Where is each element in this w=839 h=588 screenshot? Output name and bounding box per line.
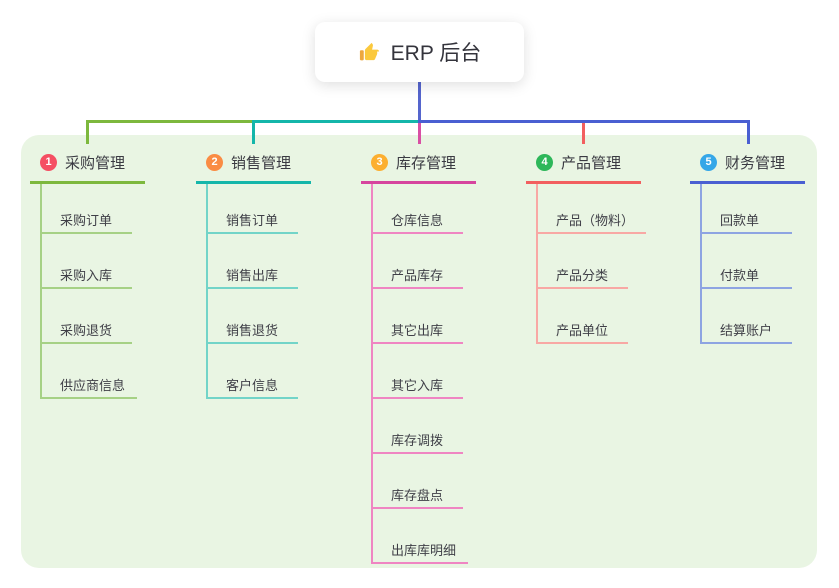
branch-title: 库存管理 bbox=[396, 155, 457, 172]
thumbs-up-icon bbox=[358, 41, 381, 64]
mindmap-panel bbox=[21, 135, 817, 568]
branch-finance: 5 财务管理 回款单 付款单 结算账户 bbox=[690, 152, 805, 344]
tree-item[interactable]: 出库库明细 bbox=[373, 509, 469, 564]
tree-item[interactable]: 产品库存 bbox=[373, 234, 463, 289]
tree-item[interactable]: 销售出库 bbox=[208, 234, 298, 289]
tree-item[interactable]: 销售退货 bbox=[208, 289, 298, 344]
branch-purchase: 1 采购管理 采购订单 采购入库 采购退货 供应商信息 bbox=[30, 152, 145, 399]
tree-item[interactable]: 产品分类 bbox=[538, 234, 628, 289]
tree-item[interactable]: 采购入库 bbox=[42, 234, 132, 289]
connector-horizontal-finance bbox=[418, 120, 750, 123]
root-title: ERP 后台 bbox=[390, 42, 482, 65]
connector-drop-purchase bbox=[86, 123, 89, 144]
tree-item[interactable]: 其它入库 bbox=[373, 344, 463, 399]
branch-header-inventory[interactable]: 3 库存管理 bbox=[361, 152, 476, 184]
tree-item[interactable]: 客户信息 bbox=[208, 344, 298, 399]
branch-children-finance: 回款单 付款单 结算账户 bbox=[700, 184, 805, 344]
branch-sales: 2 销售管理 销售订单 销售出库 销售退货 客户信息 bbox=[196, 152, 311, 399]
branch-title: 采购管理 bbox=[65, 155, 126, 172]
branch-title: 产品管理 bbox=[561, 155, 622, 172]
connector-drop-finance bbox=[747, 123, 750, 144]
branch-header-purchase[interactable]: 1 采购管理 bbox=[30, 152, 145, 184]
tree-item[interactable]: 供应商信息 bbox=[42, 344, 138, 399]
connector-drop-product bbox=[582, 123, 585, 144]
tree-item[interactable]: 其它出库 bbox=[373, 289, 463, 344]
connector-horizontal-purchase bbox=[86, 120, 252, 123]
tree-item[interactable]: 产品（物料） bbox=[538, 184, 647, 234]
badge-1: 1 bbox=[40, 154, 57, 171]
tree-item[interactable]: 库存盘点 bbox=[373, 454, 463, 509]
branch-title: 销售管理 bbox=[231, 155, 292, 172]
tree-item[interactable]: 结算账户 bbox=[702, 289, 792, 344]
connector-drop-inventory bbox=[418, 123, 421, 144]
branch-children-product: 产品（物料） 产品分类 产品单位 bbox=[536, 184, 647, 344]
branch-product: 4 产品管理 产品（物料） 产品分类 产品单位 bbox=[526, 152, 647, 344]
branch-children-sales: 销售订单 销售出库 销售退货 客户信息 bbox=[206, 184, 311, 399]
branch-children-purchase: 采购订单 采购入库 采购退货 供应商信息 bbox=[40, 184, 145, 399]
branch-inventory: 3 库存管理 仓库信息 产品库存 其它出库 其它入库 库存调拨 库存盘点 出库库… bbox=[361, 152, 476, 564]
tree-item[interactable]: 付款单 bbox=[702, 234, 792, 289]
badge-5: 5 bbox=[700, 154, 717, 171]
tree-item[interactable]: 产品单位 bbox=[538, 289, 628, 344]
branch-title: 财务管理 bbox=[725, 155, 786, 172]
tree-item[interactable]: 回款单 bbox=[702, 184, 792, 234]
branch-header-sales[interactable]: 2 销售管理 bbox=[196, 152, 311, 184]
tree-item[interactable]: 销售订单 bbox=[208, 184, 298, 234]
tree-item[interactable]: 库存调拨 bbox=[373, 399, 463, 454]
badge-3: 3 bbox=[371, 154, 388, 171]
badge-2: 2 bbox=[206, 154, 223, 171]
root-node[interactable]: ERP 后台 bbox=[315, 22, 524, 82]
tree-item[interactable]: 仓库信息 bbox=[373, 184, 463, 234]
badge-4: 4 bbox=[536, 154, 553, 171]
branch-children-inventory: 仓库信息 产品库存 其它出库 其它入库 库存调拨 库存盘点 出库库明细 bbox=[371, 184, 476, 564]
connector-horizontal-sales bbox=[252, 120, 418, 123]
connector-root-vertical bbox=[418, 82, 421, 123]
connector-drop-sales bbox=[252, 123, 255, 144]
branch-header-product[interactable]: 4 产品管理 bbox=[526, 152, 641, 184]
branch-header-finance[interactable]: 5 财务管理 bbox=[690, 152, 805, 184]
tree-item[interactable]: 采购退货 bbox=[42, 289, 132, 344]
tree-item[interactable]: 采购订单 bbox=[42, 184, 132, 234]
